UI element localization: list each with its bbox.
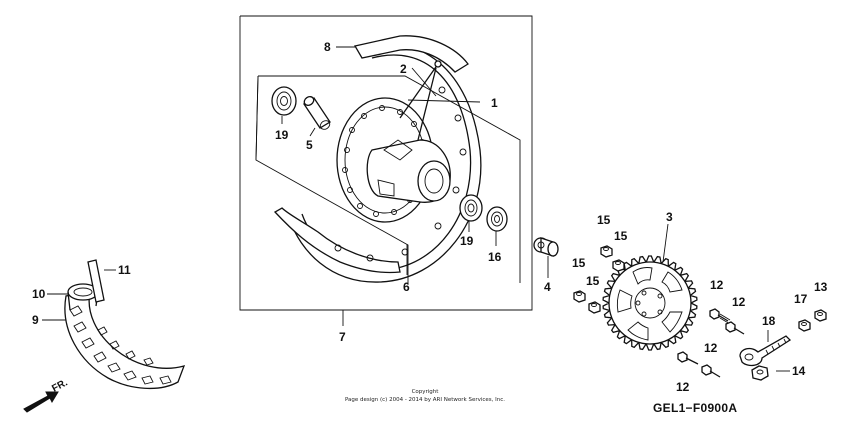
callout-17: 17: [794, 292, 808, 306]
sprocket-nut[interactable]: [588, 301, 601, 314]
callout-12: 12: [704, 341, 718, 355]
spokes[interactable]: [399, 60, 442, 141]
sprocket-nut[interactable]: [600, 245, 613, 258]
callout-15: 15: [572, 256, 586, 270]
side-collar[interactable]: [533, 237, 559, 257]
callout-16: 16: [488, 250, 502, 264]
front-direction-label: FR.: [50, 377, 70, 394]
callout-5: 5: [306, 138, 313, 152]
lock-nut-17[interactable]: [798, 319, 811, 332]
callout-12: 12: [676, 380, 690, 394]
sprocket-nut[interactable]: [573, 290, 586, 303]
callout-2: 2: [400, 62, 407, 76]
callout-15: 15: [614, 229, 628, 243]
callout-7: 7: [339, 330, 346, 344]
driven-sprocket[interactable]: [602, 255, 698, 351]
distance-collar[interactable]: [303, 95, 332, 131]
callout-13: 13: [814, 280, 828, 294]
callout-3: 3: [666, 210, 673, 224]
exploded-outline: [255, 75, 521, 283]
rim-spoke-holes: [334, 86, 467, 262]
tire[interactable]: [64, 291, 186, 390]
inner-tube[interactable]: [67, 283, 99, 311]
sprocket-bolt[interactable]: [677, 351, 699, 365]
assembly-frame: [239, 15, 533, 311]
callout-15: 15: [597, 213, 611, 227]
callout-6: 6: [403, 280, 410, 294]
front-direction-arrow: FR.: [23, 377, 70, 413]
callout-14: 14: [792, 364, 806, 378]
cap-nut-13[interactable]: [814, 309, 827, 322]
callout-1: 1: [491, 96, 498, 110]
copyright-notice: Copyright Page design (c) 2004 - 2014 by…: [345, 389, 505, 403]
wheel-hub[interactable]: [336, 97, 451, 223]
callout-9: 9: [32, 313, 39, 327]
bearing-right-19[interactable]: [459, 194, 483, 222]
sprocket-bolt[interactable]: [725, 321, 745, 335]
callout-15: 15: [586, 274, 600, 288]
callout-19: 19: [460, 234, 474, 248]
diagram-code: GEL1−F0900A: [653, 401, 737, 415]
dust-seal-16[interactable]: [486, 206, 508, 232]
bearing-left[interactable]: [271, 86, 297, 116]
callout-numbers: 1 2 3 4 5 6 7 8 9 10 11 12 12 12 12 13 1…: [32, 40, 828, 394]
copyright-line-1: Copyright: [412, 389, 440, 395]
callout-11: 11: [118, 263, 131, 277]
leader-lines: [42, 46, 790, 372]
callout-19: 19: [275, 128, 289, 142]
tire-tread: [69, 305, 172, 385]
sprocket-bolt[interactable]: [701, 364, 721, 378]
callout-8: 8: [324, 40, 331, 54]
callout-4: 4: [544, 280, 551, 294]
sprocket-nut[interactable]: [612, 259, 625, 272]
callout-12: 12: [732, 295, 746, 309]
callout-10: 10: [32, 287, 46, 301]
callout-18: 18: [762, 314, 776, 328]
adjuster-nut-14[interactable]: [751, 365, 769, 381]
rim-strip-upper[interactable]: [353, 35, 469, 73]
rim-strip-lower[interactable]: [273, 207, 401, 274]
chain-adjuster[interactable]: [739, 335, 792, 367]
callout-12: 12: [710, 278, 724, 292]
rim-band[interactable]: [87, 259, 105, 303]
copyright-line-2: Page design (c) 2004 - 2014 by ARI Netwo…: [345, 397, 505, 403]
sprocket-bolt[interactable]: [709, 308, 731, 325]
